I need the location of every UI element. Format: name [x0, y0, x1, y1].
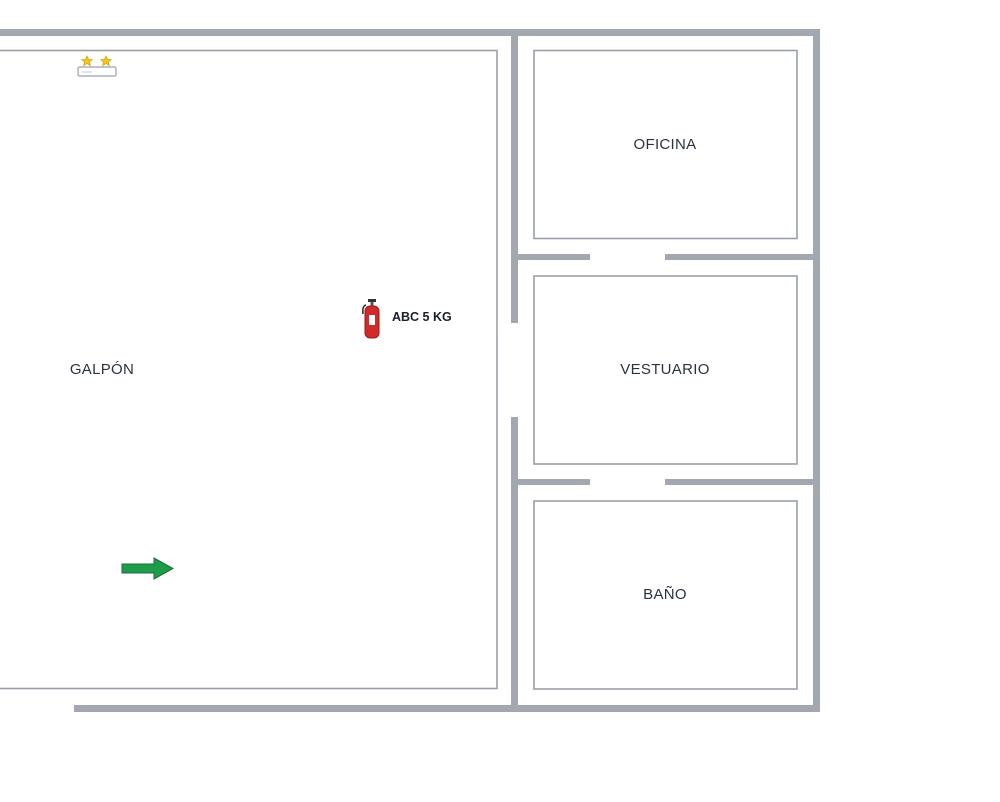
top-wall: [0, 29, 819, 36]
fire-extinguisher-icon: [362, 299, 380, 339]
emergency-light-icon: [77, 55, 117, 77]
bottom-wall: [74, 705, 820, 712]
oficina-outline: [533, 49, 798, 240]
wall-vestuario-bano-right: [665, 479, 815, 485]
galpon-outline: [0, 49, 498, 690]
wall-oficina-vestuario-right: [665, 254, 815, 260]
extinguisher-label: ABC 5 KG: [392, 310, 452, 324]
exit-arrow-icon: [121, 557, 175, 580]
partition-upper: [511, 36, 518, 323]
room-label-galpon: GALPÓN: [70, 361, 134, 378]
walls: [0, 29, 820, 712]
wall-oficina-vestuario-left: [518, 254, 590, 260]
vestuario-outline: [533, 275, 798, 465]
wall-vestuario-bano-left: [518, 479, 590, 485]
room-label-oficina: OFICINA: [634, 136, 697, 153]
right-wall: [813, 29, 820, 712]
bano-outline: [533, 500, 798, 690]
room-outlines: [0, 49, 798, 690]
room-label-vestuario: VESTUARIO: [620, 361, 709, 378]
partition-lower: [511, 417, 518, 707]
room-label-bano: BAÑO: [643, 586, 687, 603]
